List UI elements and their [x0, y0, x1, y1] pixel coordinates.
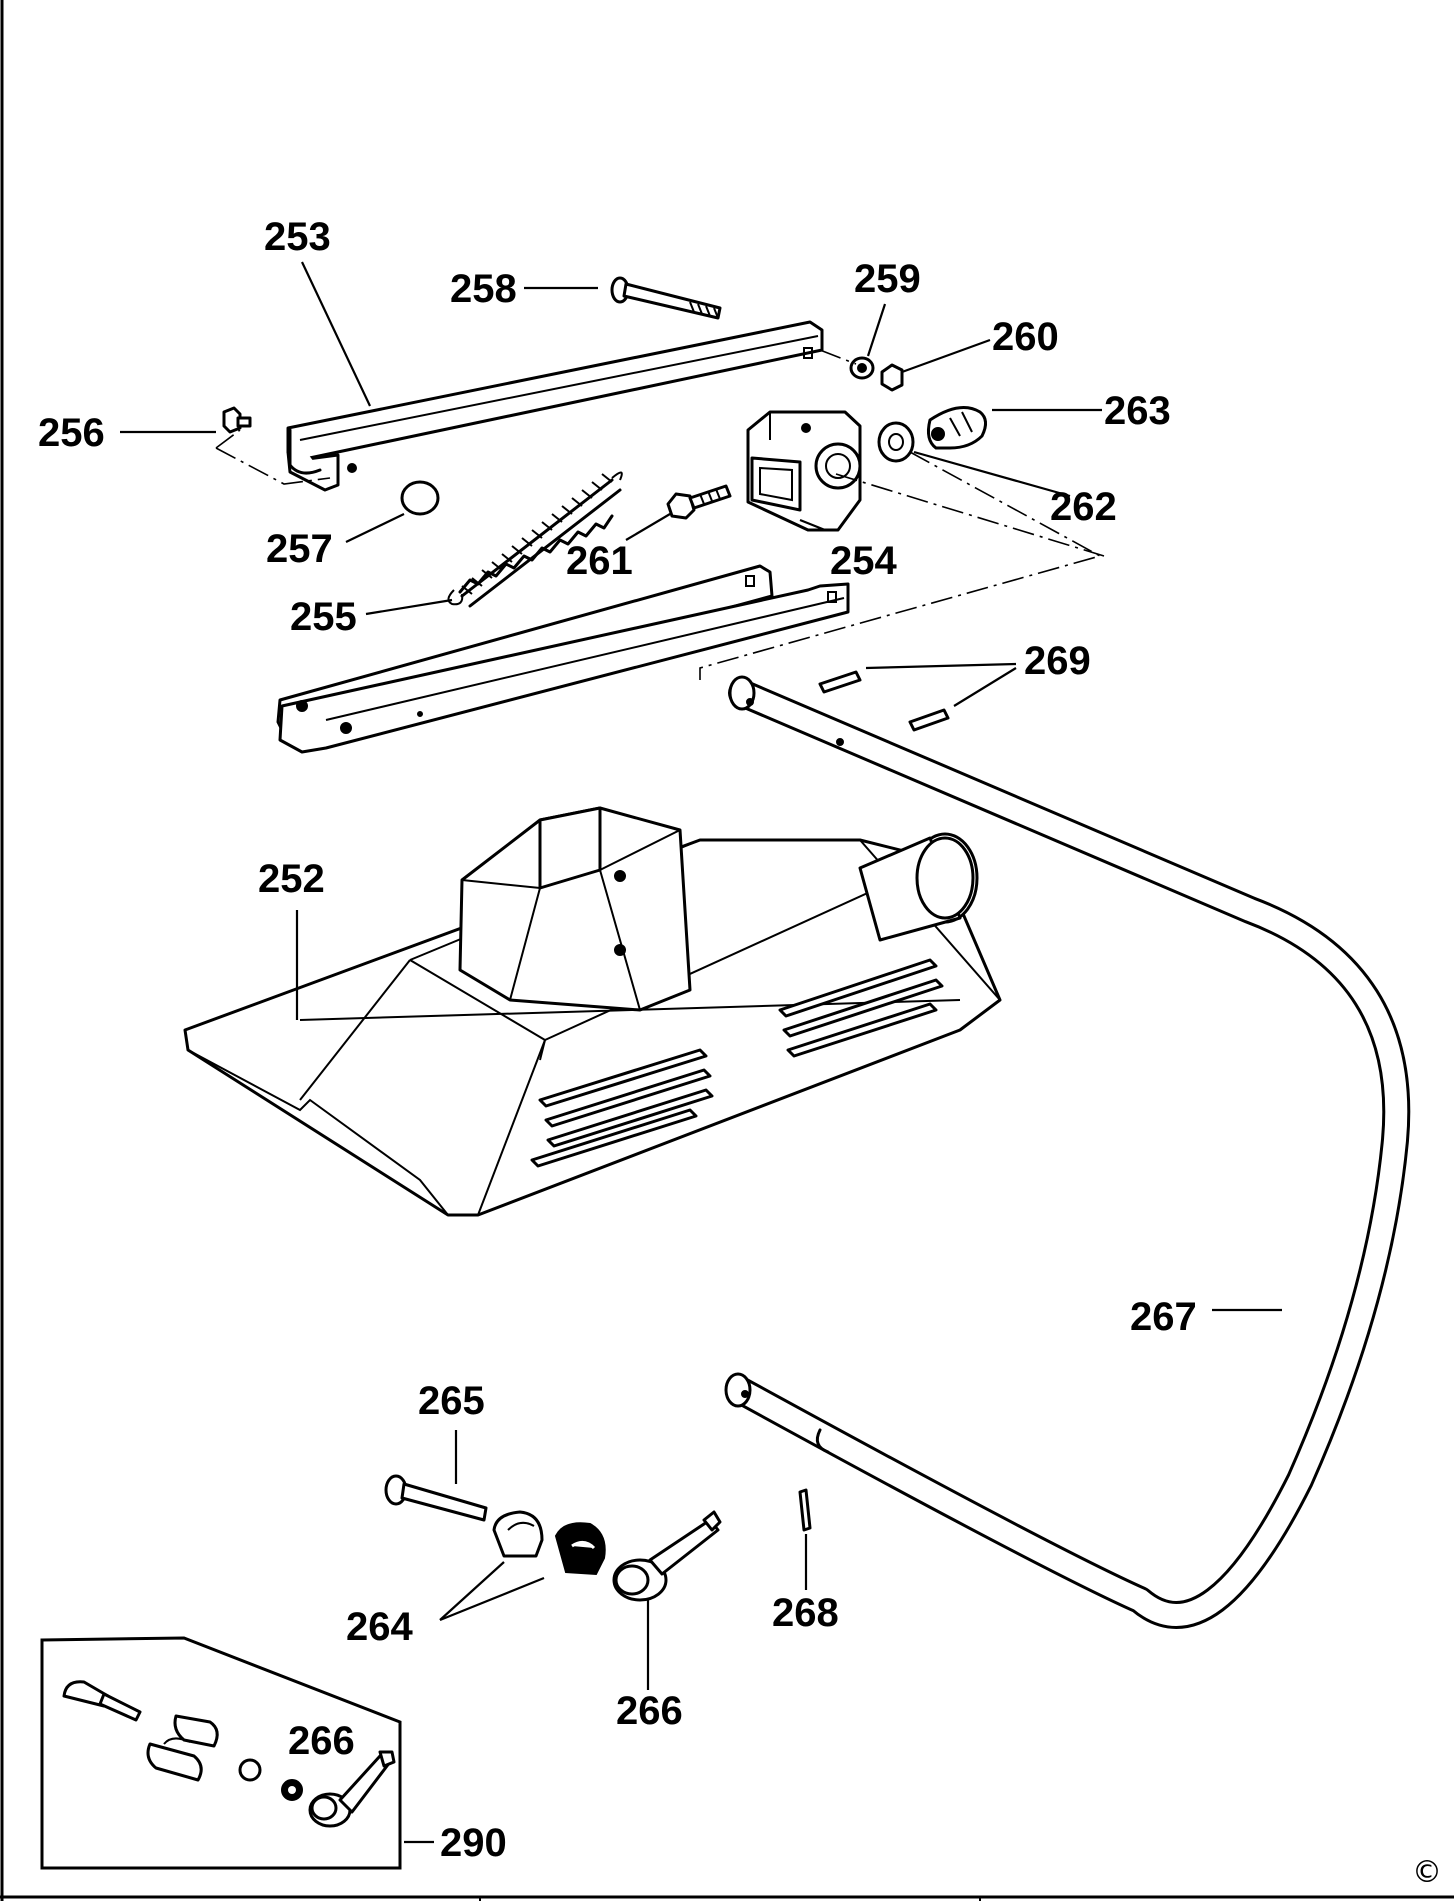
label-255: 255	[290, 595, 357, 639]
label-264: 264	[346, 1605, 413, 1649]
nut-260	[880, 363, 904, 392]
label-254: 254	[830, 539, 897, 583]
long-bolt	[610, 276, 722, 320]
label-265: 265	[418, 1379, 485, 1423]
part-labels: 253 258 259 260 263 256 262 257 261 254 …	[38, 215, 1197, 1865]
hex-bolt-261	[666, 484, 732, 520]
washer-259	[849, 356, 875, 380]
inset-lever-266	[308, 1750, 396, 1828]
small-screw	[222, 406, 252, 434]
inset-clamp-b	[146, 1737, 203, 1782]
label-268: 268	[772, 1591, 839, 1635]
inset-kit-290	[40, 1636, 402, 1870]
label-256: 256	[38, 411, 105, 455]
label-290: 290	[440, 1821, 507, 1865]
washer-262	[877, 421, 915, 463]
roll-pin-269a	[818, 670, 862, 694]
label-266-inset: 266	[288, 1719, 355, 1763]
label-258: 258	[450, 267, 517, 311]
base-tray	[183, 806, 1002, 1217]
clamp-half-264b	[554, 1522, 606, 1576]
label-257: 257	[266, 527, 333, 571]
coil-spring	[447, 471, 623, 608]
label-252: 252	[258, 857, 325, 901]
clamp-block	[746, 410, 862, 532]
roll-pin-269b	[908, 708, 950, 732]
inset-small-nut	[238, 1758, 262, 1782]
cap-plug	[400, 480, 440, 516]
copyright-mark: ©	[1412, 1855, 1442, 1890]
inset-washer	[281, 1779, 303, 1801]
label-266: 266	[616, 1689, 683, 1733]
label-262: 262	[1050, 485, 1117, 529]
clamp-half-264a	[492, 1510, 544, 1558]
leader-lines	[120, 261, 1282, 1844]
lower-channel-rail	[276, 564, 850, 754]
upper-channel-rail	[286, 320, 824, 492]
pin-268	[798, 1488, 812, 1532]
label-261: 261	[566, 539, 633, 583]
label-253: 253	[264, 215, 331, 259]
label-267: 267	[1130, 1295, 1197, 1339]
inset-lever	[62, 1680, 142, 1722]
assembly-centerlines	[215, 349, 1105, 680]
label-263: 263	[1104, 389, 1171, 433]
inset-clamp-a	[173, 1714, 219, 1748]
bolt-265	[384, 1474, 488, 1522]
label-269: 269	[1024, 639, 1091, 683]
lever-266	[612, 1510, 722, 1602]
bent-tube-handle	[724, 675, 1411, 1629]
label-259: 259	[854, 257, 921, 301]
label-260: 260	[992, 315, 1059, 359]
knob-263	[927, 406, 987, 450]
